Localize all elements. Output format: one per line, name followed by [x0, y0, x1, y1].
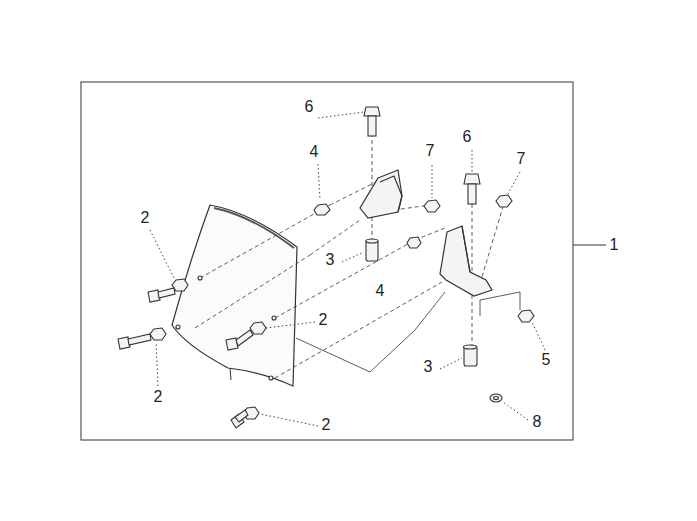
callout-number: 4 — [375, 282, 386, 300]
callout-number: 6 — [462, 128, 473, 146]
callout-number: 7 — [425, 142, 436, 160]
callout-number: 3 — [423, 358, 434, 376]
bolt — [118, 276, 276, 428]
callout-number: 1 — [609, 236, 620, 254]
callout-number: 6 — [304, 98, 315, 116]
callout-number: 3 — [325, 251, 336, 269]
assembly-lines — [195, 133, 505, 378]
mount-bracket — [360, 170, 492, 296]
kit-frame — [81, 82, 573, 440]
callout-number: 7 — [516, 150, 527, 168]
leader-line — [150, 112, 545, 426]
callout-number: 2 — [318, 311, 329, 329]
callout-number: 2 — [153, 388, 164, 406]
windscreen-edge — [214, 208, 294, 248]
callout-number: 5 — [541, 351, 552, 369]
callout-number: 8 — [532, 413, 543, 431]
assembly-lines — [296, 292, 520, 372]
kit-leader — [573, 245, 606, 246]
nut — [150, 195, 534, 419]
windscreen — [172, 205, 297, 386]
bolt — [364, 107, 480, 204]
windscreen-edge — [230, 368, 231, 380]
callout-number: 2 — [140, 209, 151, 227]
spacer — [366, 239, 477, 366]
callout-number: 2 — [321, 416, 332, 434]
callout-number: 4 — [309, 143, 320, 161]
